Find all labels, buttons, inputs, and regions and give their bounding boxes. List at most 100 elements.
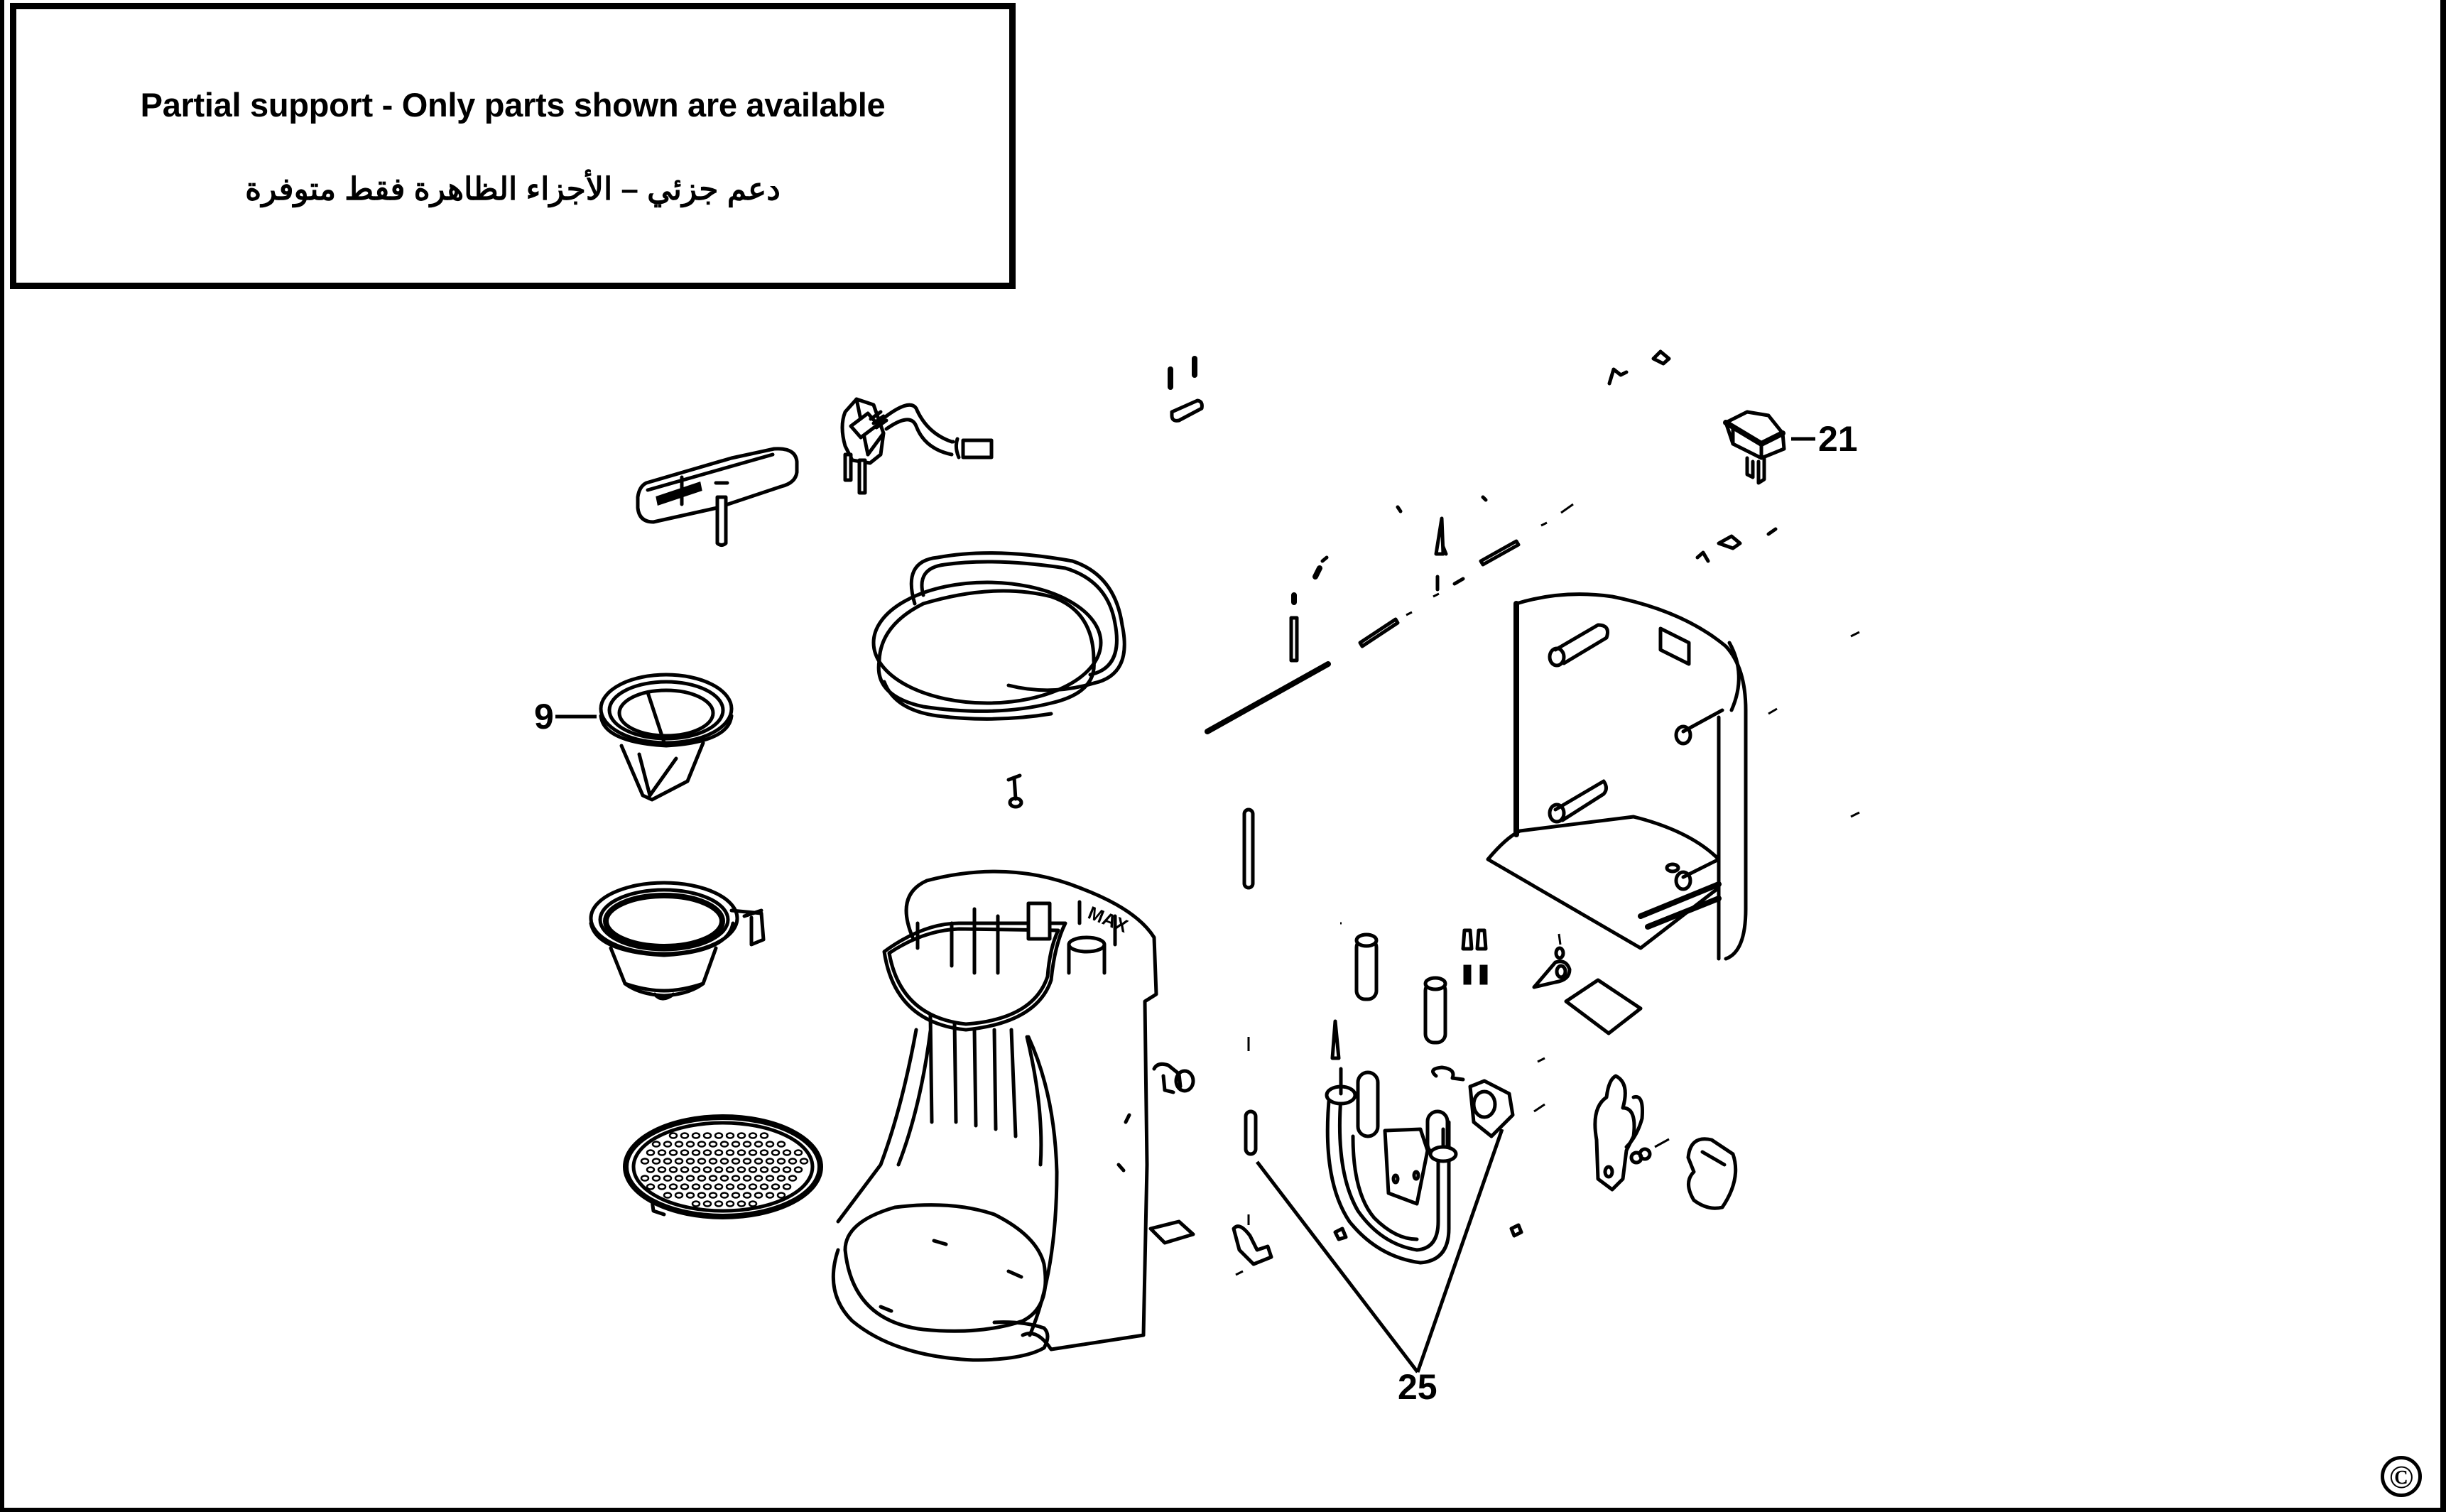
spring-valve-part	[1006, 773, 1023, 809]
thermal-fuse-part	[1532, 933, 1643, 1035]
grid-hole	[782, 1183, 792, 1190]
grid-hole	[680, 1183, 690, 1190]
grid-hole	[719, 1192, 729, 1199]
grid-hole	[782, 1166, 792, 1173]
grid-hole	[702, 1183, 712, 1190]
grid-hole	[668, 1183, 678, 1190]
grid-hole	[674, 1158, 684, 1165]
copyright-symbol: ©	[2388, 1459, 2414, 1495]
grid-hole	[657, 1166, 667, 1173]
grid-hole	[725, 1183, 735, 1190]
drip-grid-part	[623, 1114, 823, 1219]
grid-hole	[771, 1149, 781, 1156]
grid-hole	[736, 1132, 746, 1139]
grid-hole	[685, 1141, 695, 1148]
page-border-right	[2440, 0, 2446, 1512]
grid-hole	[640, 1175, 650, 1182]
grid-hole	[759, 1149, 769, 1156]
grid-hole	[663, 1141, 673, 1148]
grid-hole	[725, 1166, 735, 1173]
heating-element-part	[1256, 1057, 1545, 1374]
grid-hole	[714, 1149, 724, 1156]
grid-hole	[714, 1166, 724, 1173]
grid-hole	[759, 1166, 769, 1173]
grid-hole	[742, 1192, 752, 1199]
grid-hole	[776, 1158, 786, 1165]
grid-hole	[668, 1166, 678, 1173]
grid-hole	[776, 1175, 786, 1182]
grid-hole	[651, 1175, 661, 1182]
grid-hole	[748, 1166, 758, 1173]
grid-hole	[685, 1158, 695, 1165]
grid-hole	[646, 1166, 656, 1173]
grid-hole	[771, 1183, 781, 1190]
notice-arabic-text: دعم جزئي – الأجزاء الظاهرة فقط متوفرة	[245, 172, 781, 207]
switch-part	[1723, 410, 1815, 485]
grid-hole	[646, 1183, 656, 1190]
clamp-bracket-part	[1593, 1074, 1738, 1210]
grid-hole	[646, 1149, 656, 1156]
rear-housing-part	[1486, 592, 1748, 961]
filter-insert-part	[555, 673, 734, 802]
side-knob-part	[1152, 1062, 1195, 1094]
grid-hole	[731, 1158, 741, 1165]
tube-connectors-part	[1232, 922, 1488, 1276]
partial-support-notice: Partial support - Only parts shown are a…	[10, 3, 1016, 289]
grid-hole	[663, 1158, 673, 1165]
grid-hole	[680, 1132, 690, 1139]
grid-hole	[668, 1132, 678, 1139]
grid-hole	[663, 1175, 673, 1182]
grid-hole	[674, 1192, 684, 1199]
grid-hole	[725, 1200, 735, 1207]
grid-hole	[731, 1192, 741, 1199]
spout-arm-part	[636, 447, 799, 547]
grid-hole	[776, 1141, 786, 1148]
grid-hole	[736, 1166, 746, 1173]
small-plate-part	[1148, 1219, 1195, 1245]
grid-hole	[788, 1158, 798, 1165]
grid-holes	[640, 1132, 809, 1207]
grid-hole	[708, 1192, 718, 1199]
grid-hole	[742, 1175, 752, 1182]
grid-hole	[708, 1175, 718, 1182]
grid-hole	[748, 1183, 758, 1190]
grid-hole	[708, 1141, 718, 1148]
grid-hole	[748, 1132, 758, 1139]
grid-hole	[691, 1183, 701, 1190]
grid-hole	[776, 1192, 786, 1199]
filter-basket-part	[589, 881, 766, 1001]
grid-hole	[685, 1175, 695, 1182]
power-plug-cord-part	[840, 356, 1204, 495]
grid-hole	[731, 1141, 741, 1148]
grid-hole	[788, 1175, 798, 1182]
grid-hole	[702, 1166, 712, 1173]
grid-hole	[714, 1200, 724, 1207]
grid-hole	[725, 1149, 735, 1156]
grid-hole	[691, 1166, 701, 1173]
grid-hole	[680, 1149, 690, 1156]
grid-hole	[702, 1149, 712, 1156]
grid-hole	[714, 1183, 724, 1190]
grid-hole	[742, 1141, 752, 1148]
fastener-set-part	[1205, 349, 1860, 1225]
grid-hole	[799, 1158, 809, 1165]
grid-hole	[697, 1175, 707, 1182]
grid-hole	[742, 1158, 752, 1165]
grid-hole	[657, 1183, 667, 1190]
grid-hole	[736, 1200, 746, 1207]
grid-hole	[697, 1141, 707, 1148]
main-housing-part: MAX	[831, 869, 1158, 1362]
notice-english-text: Partial support - Only parts shown are a…	[140, 86, 886, 124]
callout-label-25: 25	[1398, 1367, 1437, 1407]
grid-hole	[759, 1132, 769, 1139]
grid-hole	[771, 1166, 781, 1173]
grid-hole	[719, 1175, 729, 1182]
grid-hole	[793, 1149, 803, 1156]
grid-hole	[765, 1158, 775, 1165]
grid-hole	[736, 1149, 746, 1156]
copyright-icon: ©	[2381, 1456, 2422, 1497]
grid-hole	[782, 1149, 792, 1156]
grid-hole	[731, 1175, 741, 1182]
grid-hole	[640, 1158, 650, 1165]
